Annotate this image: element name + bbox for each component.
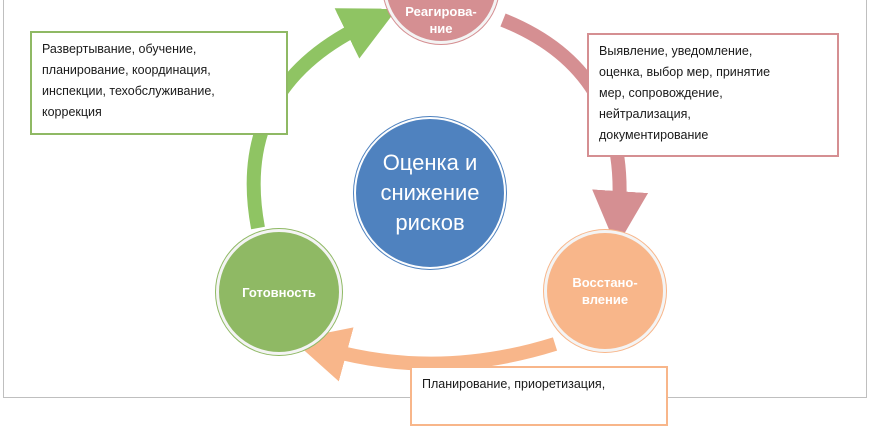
node-recover: Восстано- вление xyxy=(544,230,666,352)
node-respond: Реагирова- ние xyxy=(383,0,499,44)
node-ready: Готовность xyxy=(216,229,342,355)
box-recover-activities: Планирование, приоретизация, xyxy=(410,366,668,426)
arrow-recover-to-ready xyxy=(292,327,558,382)
box-ready-activities: Развертывание, обучение, планирование, к… xyxy=(30,31,288,135)
box-respond-activities: Выявление, уведомление, оценка, выбор ме… xyxy=(587,33,839,157)
node-center: Оценка и снижение рисков xyxy=(354,117,506,269)
